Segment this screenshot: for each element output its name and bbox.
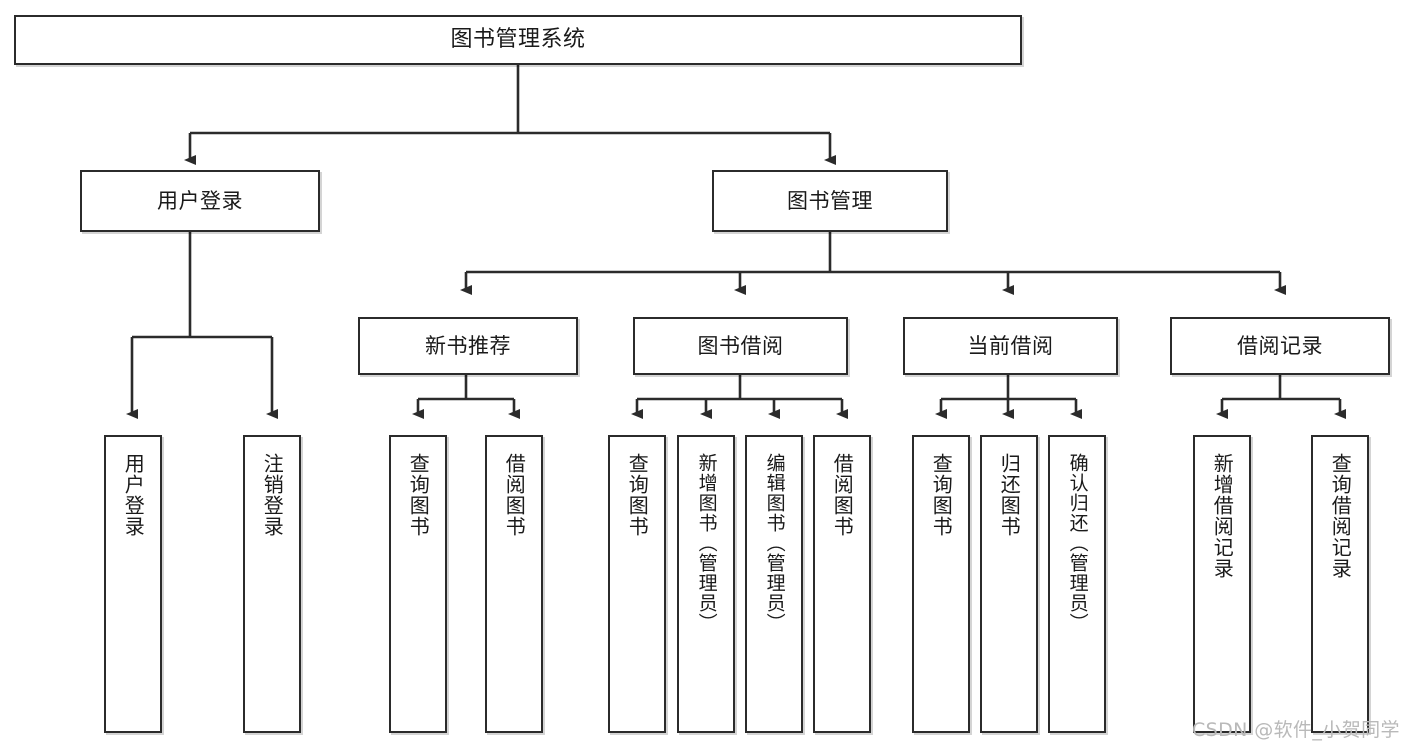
node-label: 查询借阅记录 [1328, 453, 1353, 579]
node-leaf-edit-book-admin[interactable]: 编辑图书（管理员） [745, 435, 803, 733]
node-label: 借阅图书 [502, 453, 527, 537]
node-current-borrow[interactable]: 当前借阅 [903, 317, 1118, 375]
node-label: 新书推荐 [425, 333, 511, 358]
node-label: 用户登录 [121, 453, 146, 537]
node-leaf-user-login[interactable]: 用户登录 [104, 435, 162, 733]
node-leaf-query-book-current[interactable]: 查询图书 [912, 435, 970, 733]
node-leaf-add-borrow-record[interactable]: 新增借阅记录 [1193, 435, 1251, 733]
node-label: 归还图书 [997, 453, 1022, 537]
node-label: 当前借阅 [967, 333, 1054, 358]
node-label: 确认归还（管理员） [1066, 453, 1089, 633]
node-label: 借阅图书 [830, 453, 855, 537]
node-leaf-confirm-return-admin[interactable]: 确认归还（管理员） [1048, 435, 1106, 733]
node-book-borrow[interactable]: 图书借阅 [633, 317, 848, 375]
node-label: 图书管理 [787, 188, 873, 213]
node-leaf-query-book-new[interactable]: 查询图书 [389, 435, 447, 733]
node-leaf-add-book-admin[interactable]: 新增图书（管理员） [677, 435, 735, 733]
node-label: 新增借阅记录 [1210, 453, 1235, 579]
node-label: 查询图书 [929, 453, 954, 537]
node-leaf-borrow-book[interactable]: 借阅图书 [813, 435, 871, 733]
node-new-book-recommendation[interactable]: 新书推荐 [358, 317, 578, 375]
node-label: 新增图书（管理员） [695, 453, 718, 633]
node-leaf-logout[interactable]: 注销登录 [243, 435, 301, 733]
node-root-book-management-system[interactable]: 图书管理系统 [14, 15, 1022, 65]
node-label: 编辑图书（管理员） [763, 453, 786, 633]
node-label: 用户登录 [157, 188, 243, 213]
node-label: 图书管理系统 [450, 27, 586, 53]
node-leaf-return-book[interactable]: 归还图书 [980, 435, 1038, 733]
node-book-management[interactable]: 图书管理 [712, 170, 948, 232]
node-leaf-query-borrow-record[interactable]: 查询借阅记录 [1311, 435, 1369, 733]
csdn-watermark: CSDN @软件_小贺同学 [1192, 719, 1400, 741]
node-label: 查询图书 [625, 453, 650, 537]
node-borrow-record[interactable]: 借阅记录 [1170, 317, 1390, 375]
node-leaf-borrow-book-new[interactable]: 借阅图书 [485, 435, 543, 733]
node-leaf-query-book-borrow[interactable]: 查询图书 [608, 435, 666, 733]
node-user-login[interactable]: 用户登录 [80, 170, 320, 232]
node-label: 注销登录 [260, 453, 285, 537]
node-label: 查询图书 [406, 453, 431, 537]
node-label: 图书借阅 [697, 333, 784, 358]
node-label: 借阅记录 [1237, 333, 1323, 358]
